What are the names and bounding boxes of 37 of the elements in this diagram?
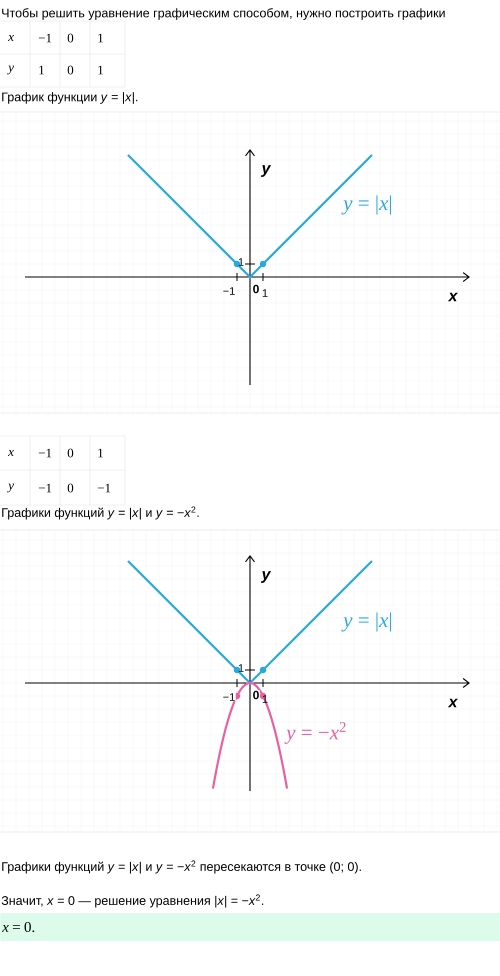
axis-label: y	[260, 165, 272, 177]
text-line: Графики функций y = |x| и y = −x$^{2}$ пересекаются в точке (0; 0).	[2, 860, 361, 874]
tick-label: −1	[222, 286, 236, 296]
table-cell: 1	[98, 34, 103, 42]
table-cell: −1	[38, 448, 52, 458]
table-cell: 0	[68, 66, 74, 74]
answer-band: x = 0.	[0, 913, 500, 941]
table-cell: −1	[38, 34, 52, 42]
table-cell: 1	[39, 66, 44, 74]
tick-label: 1	[262, 289, 268, 297]
table-cell: x	[8, 35, 14, 41]
function-label: y = −x$^{2}$	[284, 722, 346, 744]
table-cell: y	[7, 484, 14, 492]
tick-label: 1	[238, 664, 244, 672]
tick-label: −1	[222, 692, 236, 702]
axis-label: y	[260, 571, 272, 583]
axis-label: x	[448, 698, 458, 708]
tick-label: 0	[252, 690, 260, 700]
text-line: Значит, x = 0 — решение уравнения |x| = −x$^{2}$.	[2, 894, 264, 908]
function-label: y = |x|	[341, 612, 391, 632]
text-line: Чтобы решить уравнение графическим способом, нужно построить графики	[2, 8, 445, 20]
text-line: График функции y = |x|.	[2, 92, 138, 104]
axis-label: x	[448, 292, 458, 302]
table-cell: 0	[68, 34, 74, 42]
function-label: y = |x|	[341, 195, 391, 215]
tick-label: 1	[238, 258, 244, 266]
tick-label: 1	[262, 695, 268, 703]
table-cell: y	[7, 66, 14, 74]
tick-label: 0	[252, 284, 260, 294]
table-cell: −1	[38, 484, 52, 492]
table-cell: 0	[68, 448, 74, 458]
table-cell: 1	[98, 66, 103, 74]
table-cell: 1	[98, 448, 103, 458]
table-cell: −1	[98, 484, 110, 492]
text-line: Графики функций y = |x| и y = −x$^{2}$.	[2, 506, 199, 520]
table-cell: x	[8, 450, 14, 456]
table-cell: 0	[68, 484, 74, 492]
